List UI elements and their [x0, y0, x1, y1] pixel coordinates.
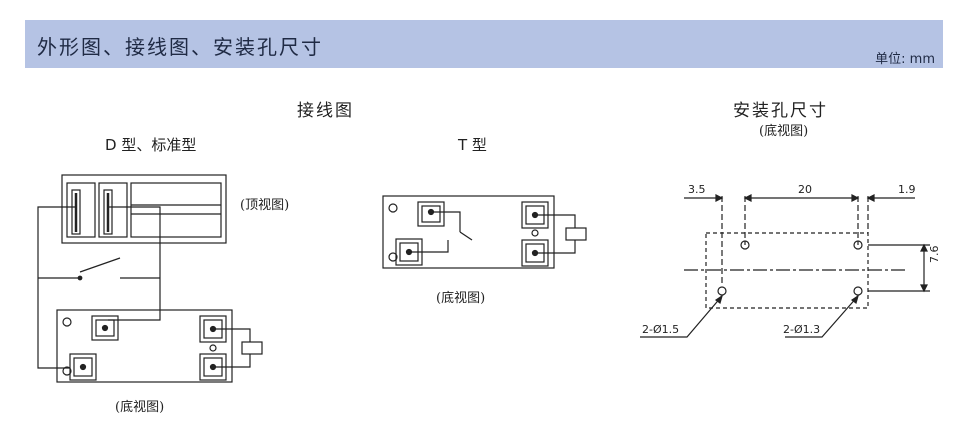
section-title: 外形图、接线图、安装孔尺寸	[37, 35, 323, 59]
t-bottom-view-relay	[382, 195, 587, 269]
dimension-left: 3.5	[688, 183, 706, 196]
bottom-view-note-t: (底视图)	[436, 291, 486, 306]
dimension-middle: 20	[798, 183, 812, 196]
mounting-hole-drawing	[640, 194, 930, 338]
d-top-view-relay	[61, 174, 227, 244]
unit-label: 单位: mm	[875, 52, 935, 67]
wiring-diagram-title: 接线图	[297, 101, 354, 121]
d-type-label: D 型、标准型	[105, 136, 197, 154]
d-wiring-lines	[37, 206, 161, 369]
hole-label-1: 2-Ø1.5	[642, 323, 680, 336]
mounting-hole-subtitle: (底视图)	[759, 124, 809, 139]
hole-label-2: 2-Ø1.3	[783, 323, 821, 336]
dimension-right: 1.9	[898, 183, 916, 196]
top-view-note: (顶视图)	[240, 198, 290, 213]
mounting-hole-title: 安装孔尺寸	[733, 101, 828, 121]
section-header: 外形图、接线图、安装孔尺寸 单位: mm	[25, 20, 943, 68]
t-type-label: T 型	[458, 136, 487, 154]
d-bottom-view-relay	[56, 309, 263, 383]
bottom-view-note-d: (底视图)	[115, 400, 165, 415]
